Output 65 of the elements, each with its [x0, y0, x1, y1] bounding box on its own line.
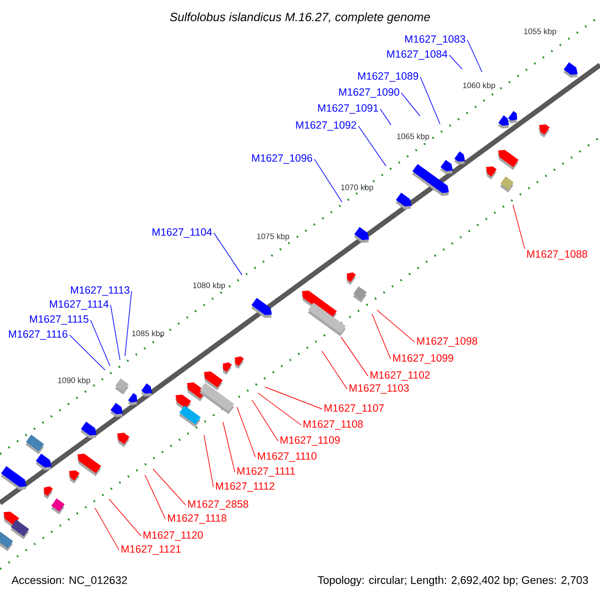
scale-label: 1055 kbp — [524, 28, 556, 36]
leader-line — [358, 126, 386, 166]
scale-label: 1070 kbp — [341, 184, 374, 192]
gene-label: M1627_1111 — [237, 467, 295, 477]
scale-label: 1080 kbp — [193, 282, 226, 290]
gene-label: M1627_1110 — [258, 452, 316, 462]
gene-label: M1627_1104 — [152, 228, 212, 238]
gene-label: M1627_1096 — [252, 154, 312, 164]
leader-line — [108, 498, 142, 536]
leader-line — [372, 314, 391, 360]
gene-label: M1627_1092 — [296, 121, 356, 131]
scale-label: 1090 kbp — [58, 377, 90, 385]
leader-line — [222, 422, 236, 472]
leader-line — [512, 204, 525, 249]
leader-line — [252, 400, 278, 442]
leader-line — [264, 386, 322, 410]
gene-label: M1627_1115 — [30, 315, 88, 325]
gene-label: M1627_1089 — [358, 72, 418, 82]
gene-label: M1627_1118 — [168, 514, 226, 524]
gene-label: M1627_1116 — [9, 330, 68, 340]
leader-line — [110, 304, 120, 360]
gene-label: M1627_1112 — [216, 482, 274, 492]
gene-label: M1627_1083 — [405, 35, 466, 45]
leader-line — [380, 108, 392, 126]
leader-line — [467, 40, 482, 72]
gene-label: M1627_1099 — [393, 354, 454, 364]
leader-line — [204, 434, 214, 488]
title: Sulfolobus islandicus M.16.27, complete genome — [170, 12, 430, 24]
gene-label: M1627_1108 — [304, 420, 363, 430]
leader-line — [420, 76, 440, 124]
gene-label: M1627_1107 — [324, 404, 384, 414]
gene-label: M1627_1090 — [339, 88, 400, 98]
gene-label: M1627_1098 — [417, 337, 478, 347]
leader-line — [236, 406, 256, 458]
gene-label: M1627_1121 — [122, 545, 181, 555]
gene-label: M1627_1102 — [370, 371, 430, 381]
footer-text: Accession: NC_012632 — [12, 576, 127, 586]
gene-label: M1627_1120 — [144, 531, 203, 541]
scale-label: 1060 kbp — [463, 82, 496, 90]
leader-line — [401, 92, 420, 116]
gene-label: M1627_1088 — [527, 250, 588, 260]
gene-label: M1627_1084 — [387, 50, 448, 60]
footer-text: Topology: circular; Length: 2,692,402 bp; Genes: 2,703 — [318, 576, 588, 586]
gene-label: M1627_1091 — [318, 104, 378, 114]
scale-label: 1085 kbp — [132, 330, 164, 338]
leader-line — [340, 336, 368, 376]
scale-label: 1065 kbp — [397, 133, 430, 141]
leader-line — [314, 158, 342, 202]
leader-line — [94, 508, 120, 550]
gene-label: M1627_1103 — [350, 384, 409, 394]
leader-line — [69, 334, 106, 370]
leader-line — [449, 54, 462, 70]
leader-line — [322, 350, 348, 390]
scale-label: 1075 kbp — [257, 233, 290, 241]
leader-line — [376, 310, 415, 342]
leader-line — [144, 474, 166, 520]
gene-label: M1627_2858 — [188, 500, 248, 510]
leader-line — [152, 468, 186, 506]
gene-label: M1627_1113 — [71, 286, 130, 296]
leader-line — [214, 232, 242, 276]
gene-label: M1627_1114 — [50, 300, 109, 310]
leader-line — [90, 320, 110, 366]
gene-label: M1627_1109 — [280, 436, 340, 446]
leader-line — [258, 392, 302, 426]
leader-line — [124, 290, 132, 356]
